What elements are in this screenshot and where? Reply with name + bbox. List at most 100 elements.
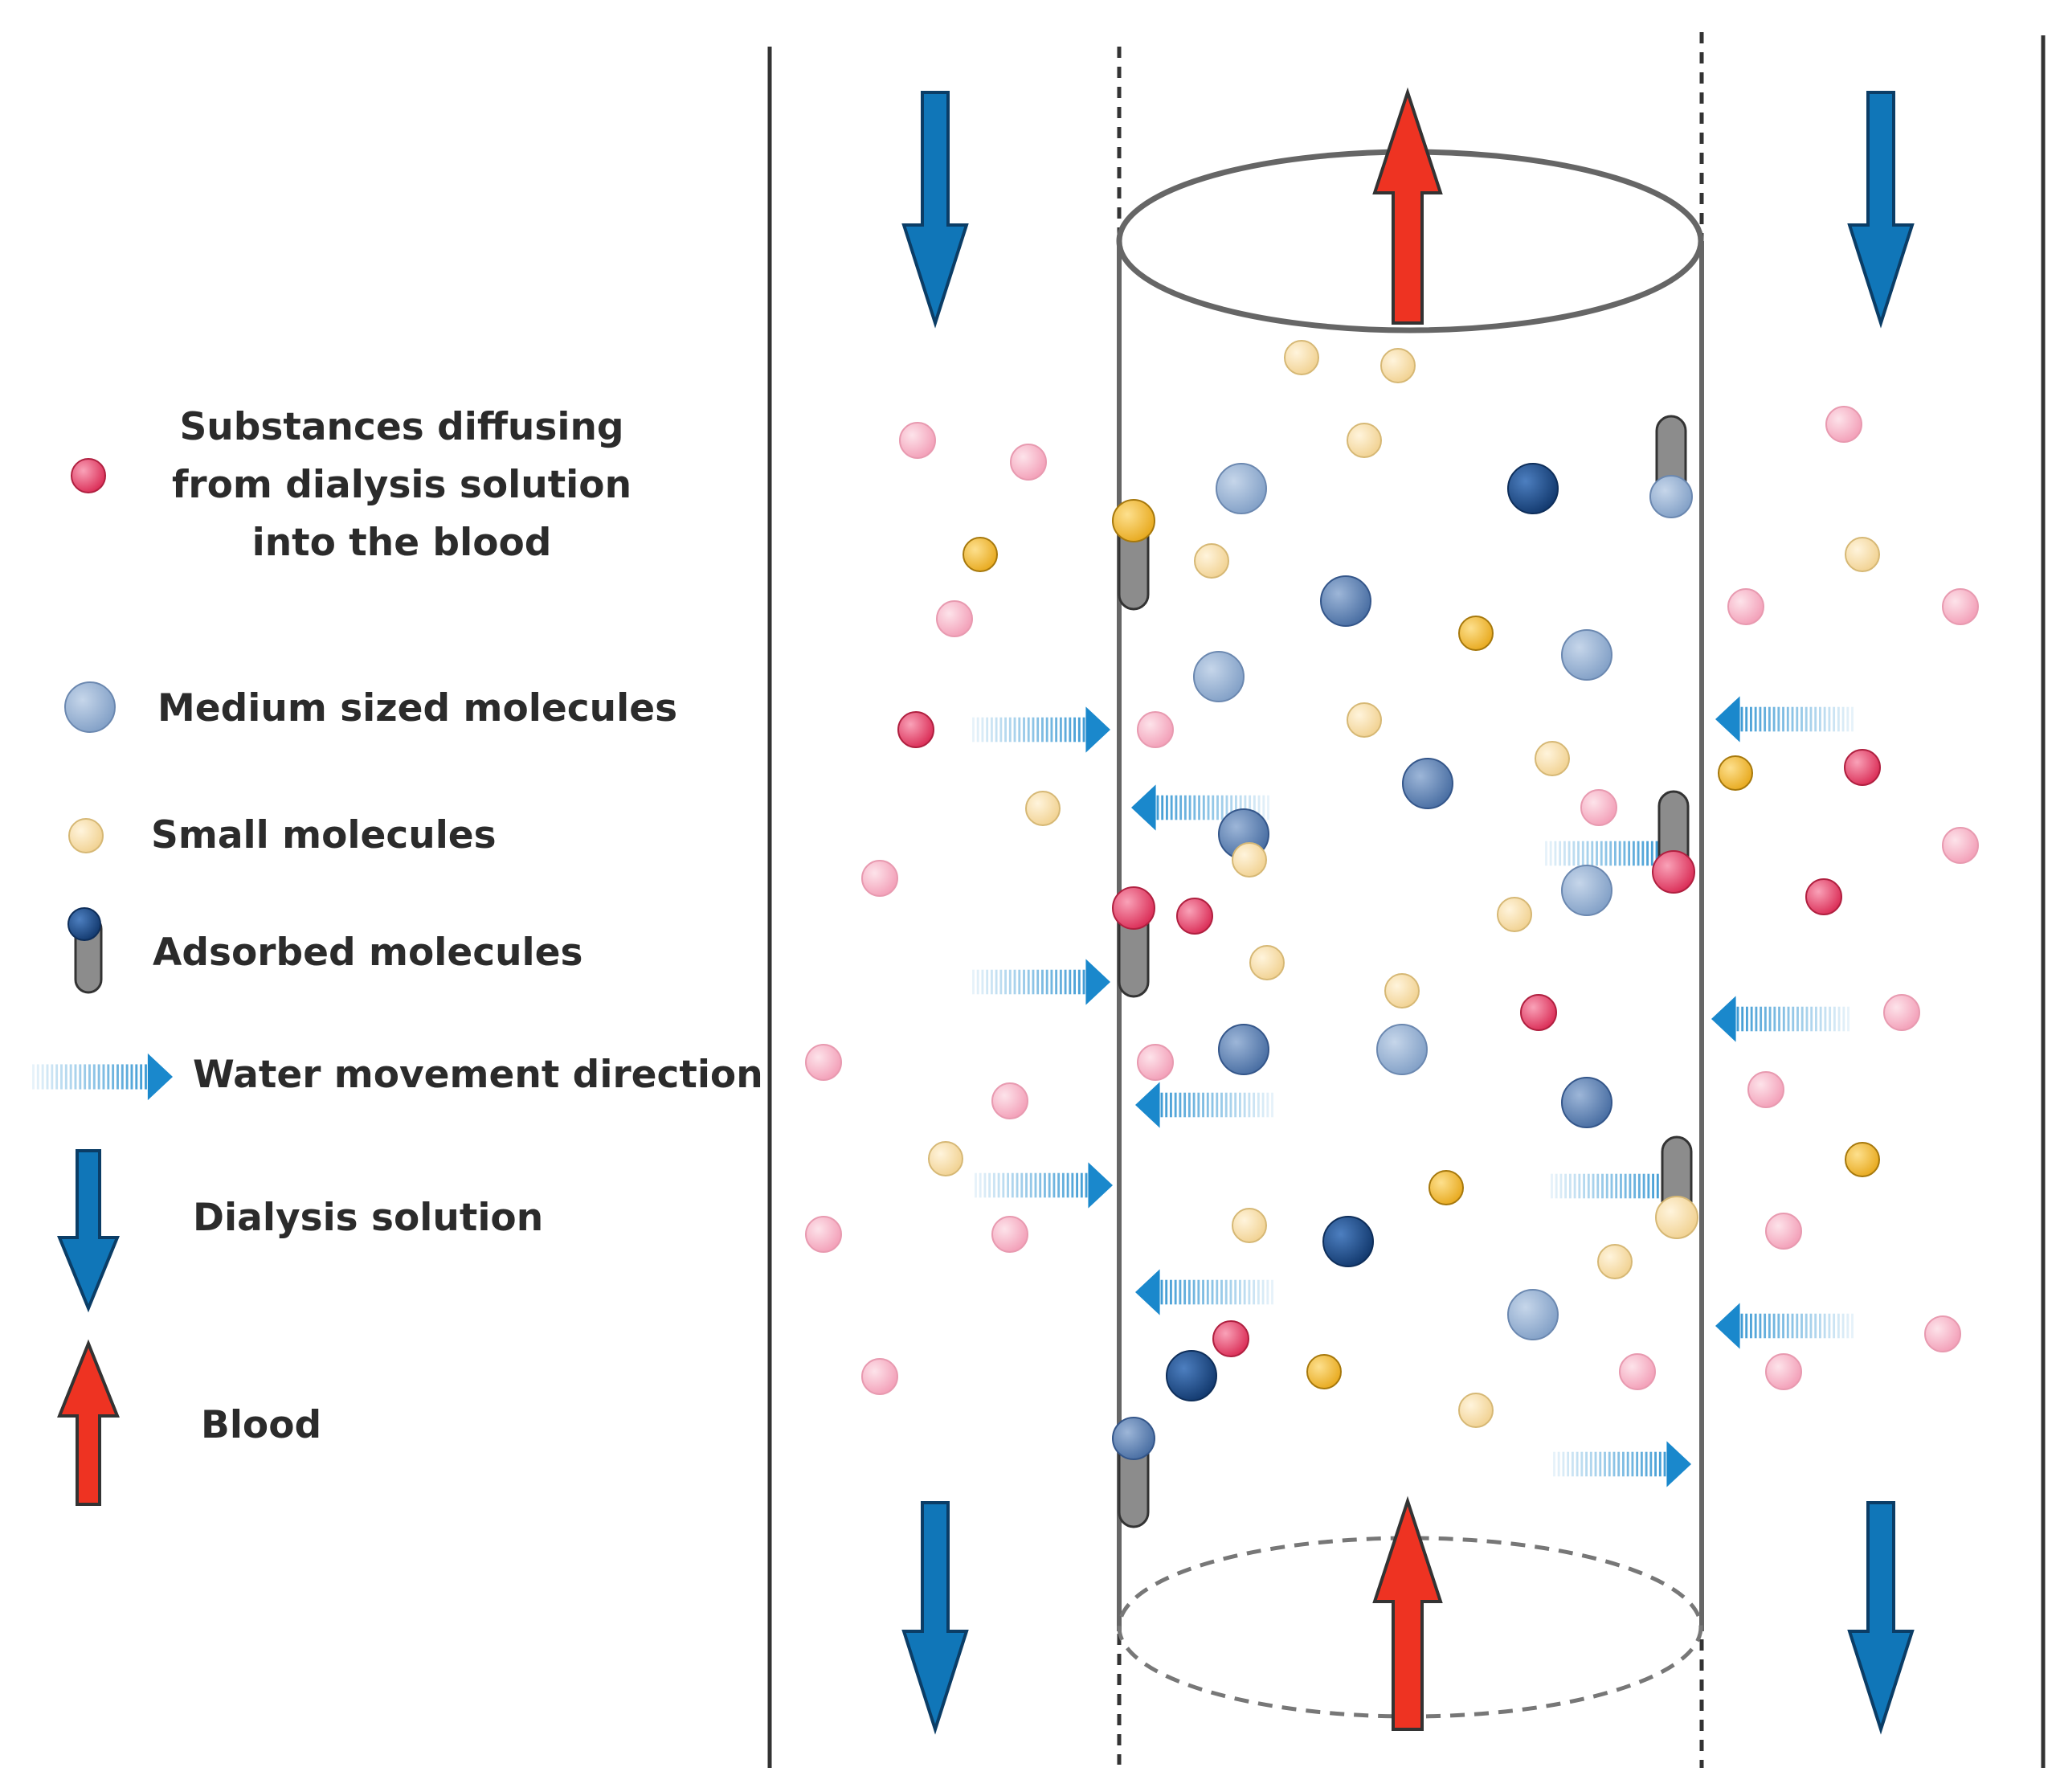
medium-molecule-icon	[1376, 1024, 1428, 1075]
small-molecule-icon	[1347, 423, 1382, 458]
water-arrow-icon	[1135, 1269, 1273, 1315]
legend-medium-label: Medium sized molecules	[157, 686, 678, 730]
blood-arrow-icon	[57, 1339, 120, 1506]
pink-molecule-icon	[1727, 588, 1764, 625]
dialysis-arrow-icon	[1847, 1501, 1915, 1735]
medium-molecule-icon	[1322, 1216, 1374, 1267]
pink-molecule-icon	[805, 1216, 842, 1253]
small-molecule-icon	[1845, 1142, 1880, 1177]
pink-molecule-icon	[1942, 827, 1979, 864]
small-molecule-icon	[1535, 741, 1570, 776]
adsorbed-molecule-icon	[1649, 415, 1693, 518]
pink-molecule-icon	[991, 1216, 1028, 1253]
adsorbed-molecule-icon	[1112, 499, 1155, 611]
medium-molecule-icon	[1561, 865, 1612, 916]
adsorbed-pores	[1112, 415, 1698, 1528]
small-molecule-icon	[1025, 791, 1061, 826]
legend-dialysis-label: Dialysis solution	[193, 1196, 544, 1240]
dialysis-arrow-icon	[901, 91, 969, 329]
small-molecule-icon	[1380, 348, 1416, 383]
pink-molecule-icon	[1805, 878, 1842, 915]
medium-molecule-icon	[64, 681, 116, 733]
medium-molecule-icon	[1561, 629, 1612, 681]
legend-blood-label: Blood	[201, 1403, 322, 1447]
small-molecule-icon	[1429, 1170, 1464, 1205]
pink-molecule-icon	[1137, 1044, 1174, 1081]
medium-molecule-icon	[1216, 463, 1267, 514]
adsorbed-molecule-icon	[1655, 1135, 1698, 1239]
pink-molecule-icon	[1825, 406, 1862, 443]
pink-molecule-icon	[899, 422, 936, 459]
medium-molecule-icon	[1507, 463, 1559, 514]
water-arrow-icon	[975, 1162, 1113, 1208]
legend-pink-label: Substances diffusing from dialysis solut…	[171, 405, 632, 565]
dialysis-arrow-icon	[901, 1501, 969, 1735]
water-arrow-icon	[1715, 1303, 1854, 1348]
adsorbed-molecule-icon	[1652, 790, 1695, 894]
water-arrow-icon	[1711, 996, 1850, 1041]
pink-molecule-icon	[991, 1082, 1028, 1119]
small-molecule-icon	[1718, 755, 1753, 791]
blood-arrow-icon	[1372, 87, 1443, 325]
small-molecule-icon	[1384, 973, 1420, 1009]
small-molecule-icon	[68, 818, 104, 853]
dialysis-arrow-icon	[57, 1149, 120, 1313]
small-molecule-icon	[1232, 1208, 1267, 1243]
pink-molecule-icon	[1580, 789, 1617, 826]
legend-icons	[32, 458, 173, 1506]
pink-molecule-icon	[1747, 1071, 1784, 1108]
pink-molecule-icon	[1520, 994, 1557, 1031]
small-molecule-icon	[1284, 340, 1319, 375]
pink-molecule-icon	[1619, 1353, 1656, 1390]
pink-molecule-icon	[1137, 711, 1174, 748]
small-molecule-icon	[1458, 616, 1494, 651]
medium-molecule-icon	[1402, 758, 1453, 809]
water-arrow-icon	[1135, 1082, 1273, 1127]
pink-molecule-icon	[861, 860, 898, 897]
small-molecule-icon	[1597, 1244, 1633, 1279]
small-molecule-icon	[1497, 897, 1532, 932]
legend-water-label: Water movement direction	[193, 1053, 763, 1097]
pink-molecule-icon	[1765, 1353, 1802, 1390]
pink-molecule-icon	[1010, 444, 1047, 481]
medium-molecule-icon	[1507, 1289, 1559, 1340]
water-arrow-icon	[1715, 696, 1854, 742]
pink-molecule-icon	[1765, 1213, 1802, 1250]
medium-molecule-icon	[1218, 1024, 1269, 1075]
small-molecule-icon	[1347, 702, 1382, 738]
pink-molecule-icon	[1176, 898, 1213, 935]
pink-molecule-icon	[1924, 1315, 1961, 1352]
adsorbed-molecule-icon	[1112, 1417, 1155, 1528]
small-molecule-icon	[1458, 1393, 1494, 1428]
pink-molecule-icon	[71, 458, 106, 493]
medium-molecule-icon	[1166, 1350, 1217, 1401]
small-molecule-icon	[963, 537, 998, 572]
small-molecule-icon	[1249, 945, 1285, 980]
legend-small-label: Small molecules	[151, 813, 497, 857]
adsorbed-molecule-icon	[67, 907, 103, 994]
pink-molecule-icon	[897, 711, 934, 748]
dialysis-arrow-icon	[1847, 91, 1915, 329]
pink-molecule-icon	[1942, 588, 1979, 625]
small-molecule-icon	[1306, 1354, 1342, 1389]
water-arrow-icon	[972, 959, 1110, 1004]
small-molecule-icon	[1232, 842, 1267, 878]
small-molecule-icon	[1845, 537, 1880, 572]
water-arrows	[972, 696, 1854, 1487]
small-molecule-icon	[928, 1141, 963, 1176]
medium-molecule-icon	[1561, 1077, 1612, 1128]
pink-molecule-icon	[805, 1044, 842, 1081]
molecules	[805, 340, 1979, 1428]
water-arrow-icon	[972, 706, 1110, 752]
small-molecule-icon	[1194, 543, 1229, 579]
pink-molecule-icon	[861, 1358, 898, 1395]
pink-molecule-icon	[1212, 1320, 1249, 1357]
adsorbed-molecule-icon	[1112, 886, 1155, 998]
pink-molecule-icon	[1844, 749, 1881, 786]
water-arrow-icon	[32, 1054, 173, 1100]
blood-arrow-icon	[1372, 1495, 1443, 1731]
water-arrow-icon	[1553, 1441, 1691, 1487]
pink-molecule-icon	[936, 600, 973, 637]
pink-molecule-icon	[1883, 994, 1920, 1031]
